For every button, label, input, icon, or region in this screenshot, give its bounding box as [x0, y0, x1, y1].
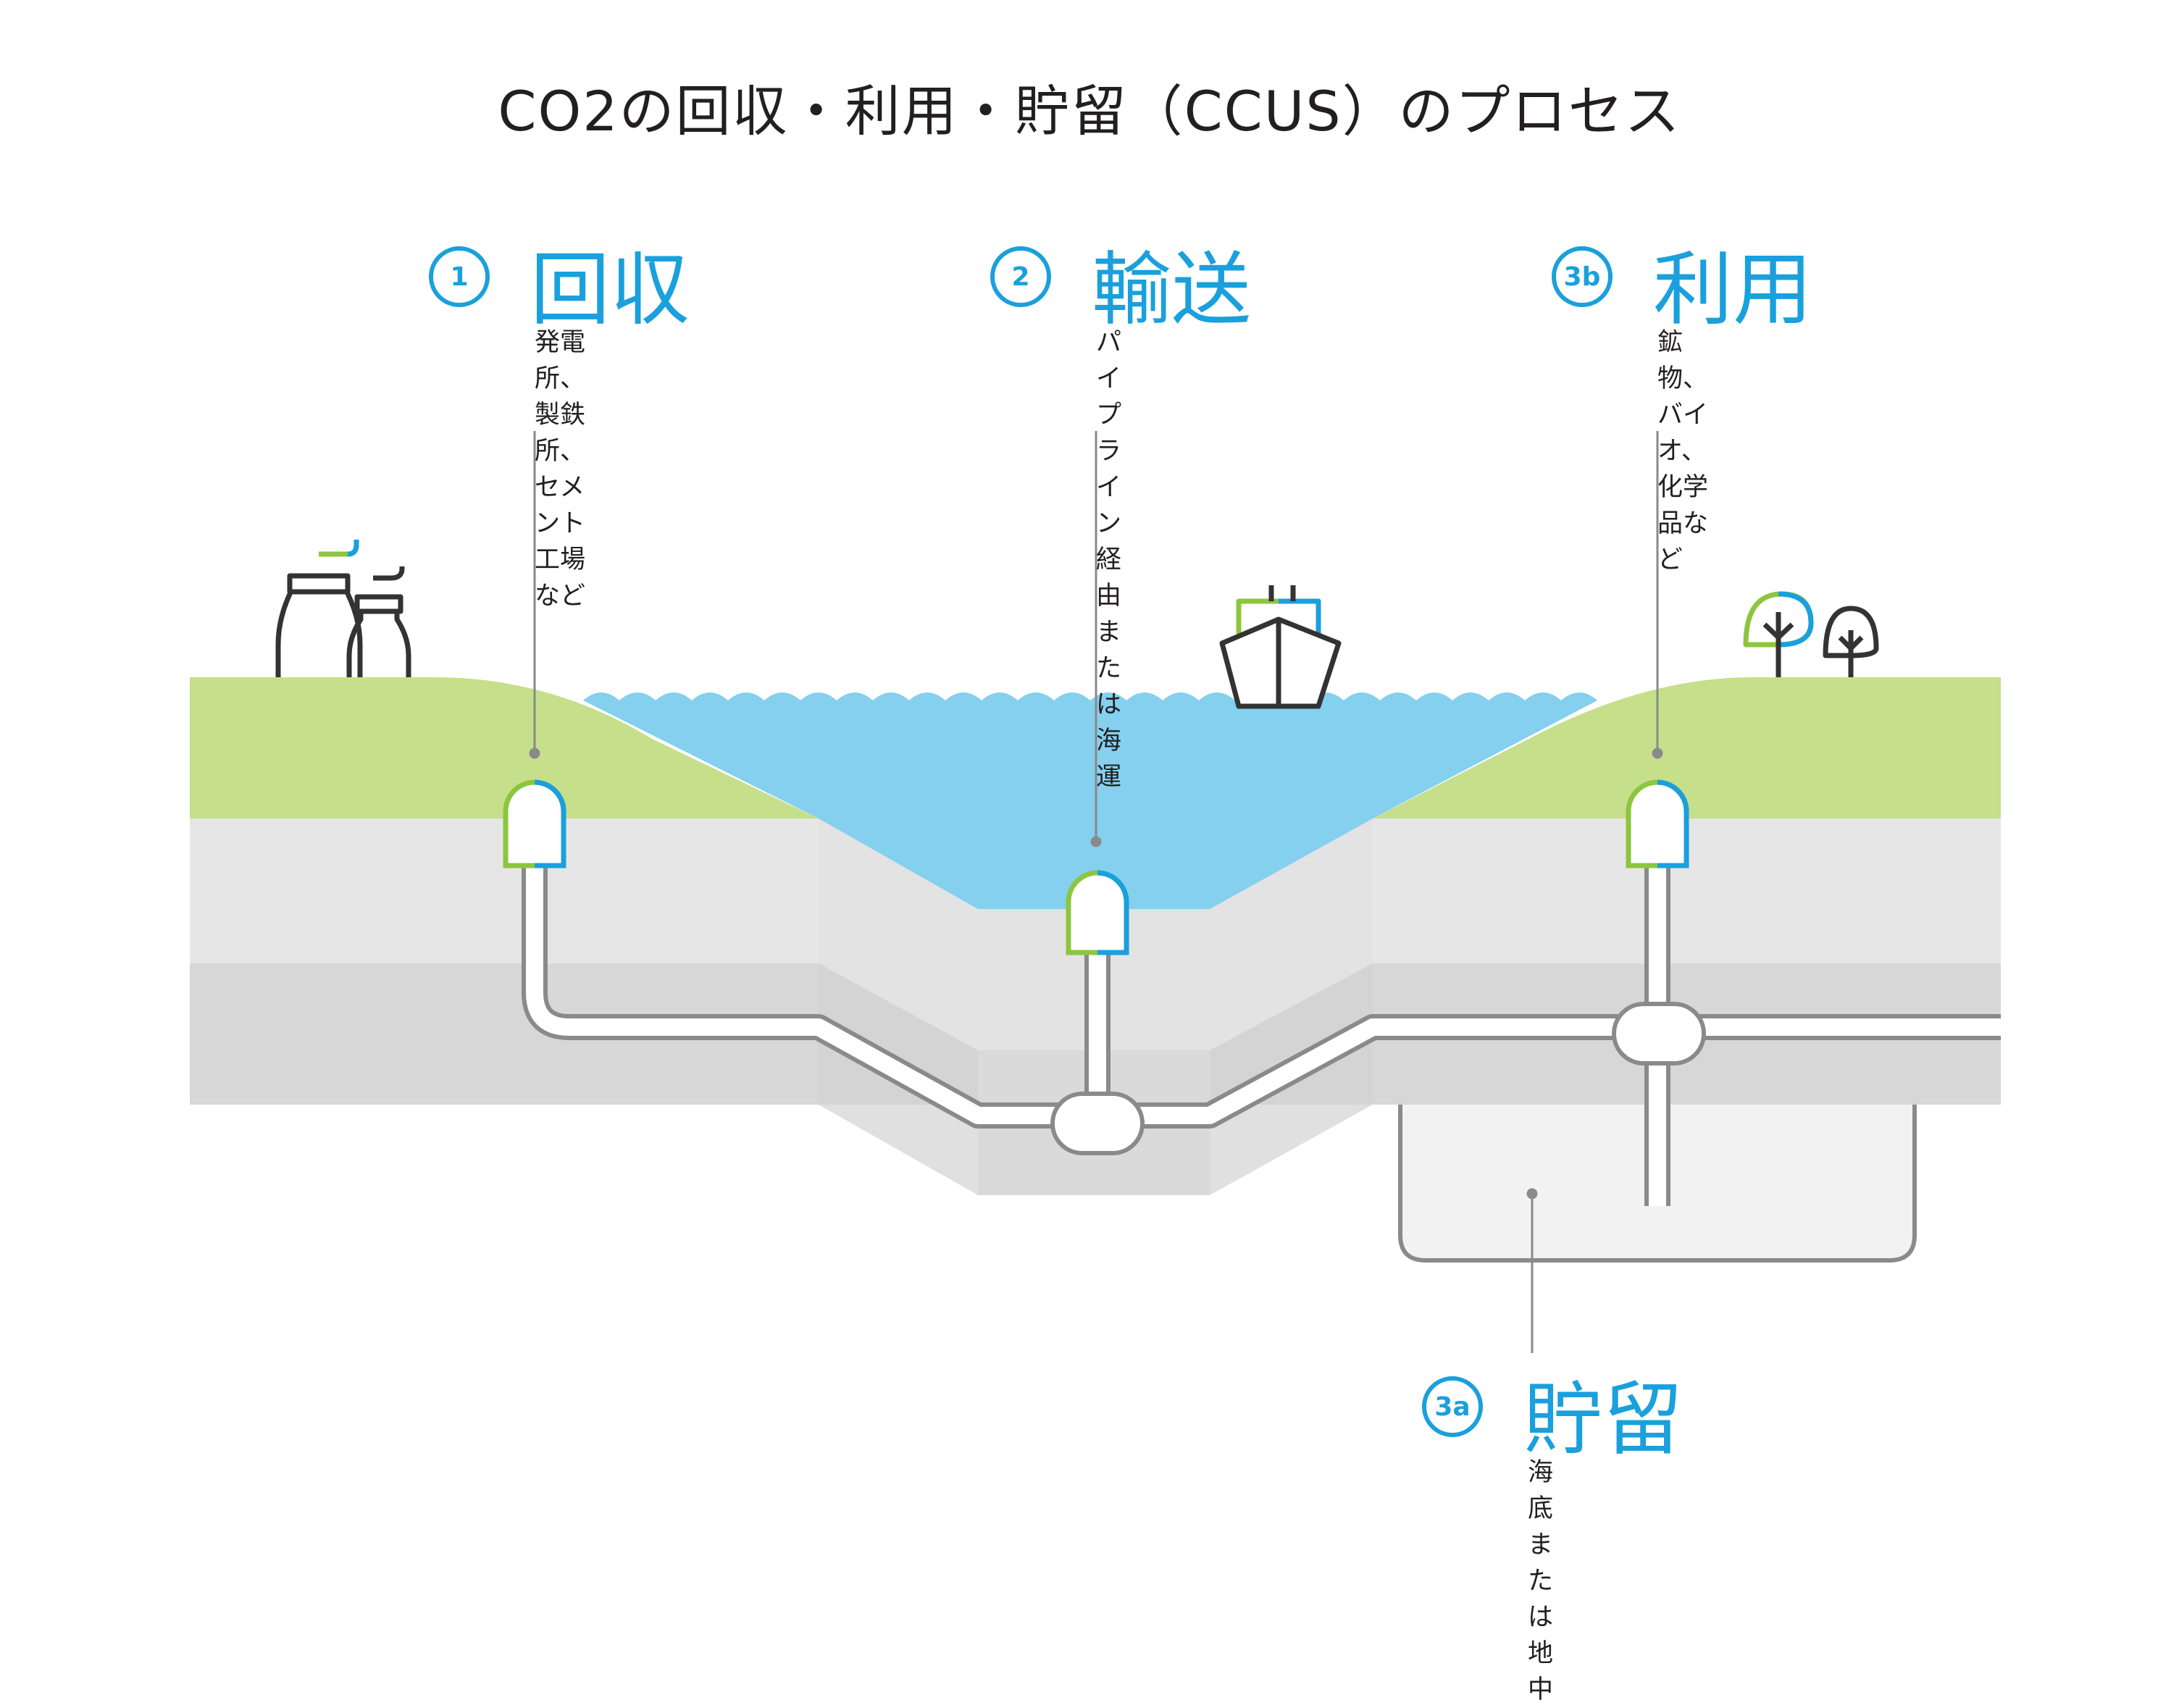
leader-lines: [529, 431, 1663, 1353]
page-title: CO2の回収・利用・貯留（CCUS）のプロセス: [498, 79, 1681, 143]
step-description: 海底または地中: [1528, 1458, 1554, 1704]
ship-icon: [1219, 585, 1342, 709]
land-right: [1373, 677, 2001, 819]
step-title: 輸送: [1092, 243, 1251, 336]
step-number-badge: 2: [990, 246, 1051, 307]
pipe-junction-icon: [1612, 1002, 1706, 1066]
pipe-junction-icon: [1050, 1092, 1145, 1155]
step-title: 利用: [1653, 243, 1812, 336]
sea-water: [583, 692, 1597, 909]
step-description: 鉱物、バイオ、 化学品など: [1657, 328, 1709, 574]
step-description: パイプライン経由または海運: [1096, 328, 1122, 792]
capsule-icon: [1066, 870, 1129, 955]
step-description: 発電所、製鉄所、 セメント工場など: [535, 328, 586, 611]
factory-icon: [275, 540, 411, 677]
land-left: [190, 677, 819, 819]
capsule-icon: [503, 779, 566, 868]
step-number-badge: 3a: [1422, 1376, 1483, 1437]
step-title: 貯留: [1523, 1373, 1683, 1466]
step-title: 回収: [530, 243, 690, 336]
capsule-icon: [1626, 779, 1689, 868]
tree-icon: [1743, 591, 1879, 677]
step-number-badge: 1: [429, 246, 490, 307]
step-number-badge: 3b: [1552, 246, 1613, 307]
ccus-diagram: [190, 431, 2001, 1353]
